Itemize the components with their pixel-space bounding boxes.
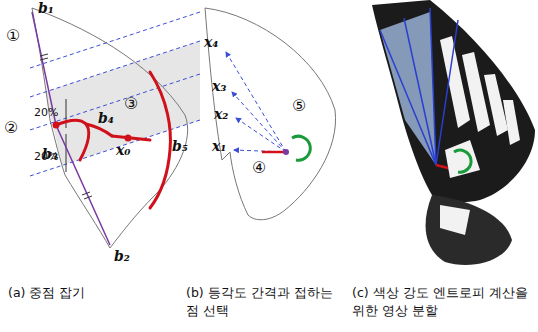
butterfly-forewing	[372, 0, 535, 202]
point-label: x₄	[204, 34, 218, 50]
callout-number: ⑤	[292, 96, 306, 115]
point-label: b₂	[114, 248, 130, 264]
point-label: b₅	[172, 138, 188, 154]
callout-number: ①	[6, 26, 20, 45]
wing-outline	[205, 8, 336, 220]
percent-brackets	[66, 99, 67, 172]
rotation-arc	[292, 136, 310, 160]
butterfly-hindwing	[426, 195, 512, 265]
point-label: x₃	[212, 78, 226, 94]
point-label: x₂	[214, 106, 228, 122]
rotation-arc	[454, 150, 471, 172]
callout-number: ③	[124, 94, 138, 113]
percent-label: 20%	[34, 106, 58, 119]
center-point	[283, 149, 289, 155]
callout-number: ②	[4, 118, 18, 137]
sub-caption: (a) 중점 잡기	[8, 284, 178, 302]
sub-caption: (c) 색상 강도 엔트로피 계산을 위한 영상 분할	[352, 284, 534, 319]
segment-region	[380, 12, 436, 165]
red-segment	[436, 165, 448, 168]
red-segment	[262, 151, 286, 154]
callout-number: ④	[252, 158, 266, 177]
point-label: b₁	[38, 0, 54, 16]
wing-outline	[32, 8, 188, 248]
point-label: x₀	[116, 142, 130, 158]
segment-lines	[380, 8, 458, 165]
tick-marks	[40, 54, 92, 199]
sub-caption: (b) 등각도 간격과 접하는 점 선택	[186, 284, 338, 319]
point-label: b₄	[98, 110, 114, 126]
red-curves	[56, 72, 170, 208]
angle-rays	[226, 52, 286, 152]
wing-stripes	[440, 36, 520, 235]
red-points	[53, 122, 132, 142]
dashed-guides	[30, 12, 200, 176]
point-label: x₁	[212, 138, 226, 154]
percent-label: 20%	[34, 150, 58, 163]
